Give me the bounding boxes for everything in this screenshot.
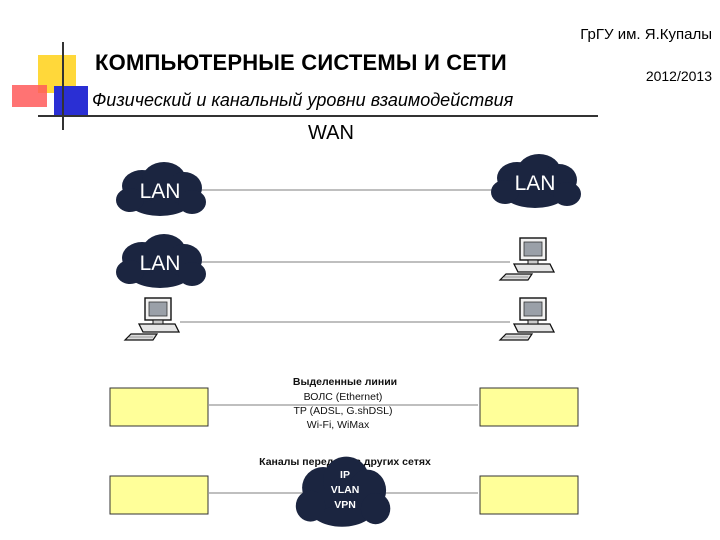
decor-red-square [12, 85, 47, 107]
section-title: WAN [308, 122, 354, 144]
endpoint-box-right-1 [479, 387, 579, 427]
dedicated-lines-caption: Выделенные линии ВОЛС (Ethernet) TP (ADS… [293, 376, 397, 431]
lan-label: LAN [515, 172, 556, 195]
endpoint-box-left-2 [109, 475, 209, 515]
lan-label: LAN [140, 252, 181, 275]
dedicated-lines-heading: Выделенные линии [293, 376, 397, 388]
computer-icon [499, 237, 555, 281]
dedicated-line-item: ВОЛС (Ethernet) [304, 391, 383, 403]
dedicated-line-item: TP (ADSL, G.shDSL) [293, 405, 392, 417]
dedicated-line-item: Wi-Fi, WiMax [307, 419, 370, 431]
academic-year: 2012/2013 [645, 68, 712, 84]
page-title: КОМПЬЮТЕРНЫЕ СИСТЕМЫ И СЕТИ [95, 50, 507, 75]
endpoint-box-left-1 [109, 387, 209, 427]
lan-cloud-top-left: LAN [116, 162, 206, 216]
computer-icon [499, 297, 555, 341]
decor-blue-square [54, 86, 88, 116]
lan-cloud-top-right: LAN [491, 154, 581, 208]
endpoint-box-right-2 [479, 475, 579, 515]
page-subtitle: Физический и канальный уровни взаимодейс… [92, 90, 514, 110]
decor-vertical-line [62, 42, 64, 130]
network-type-label: IP [340, 469, 350, 481]
institution-name: ГрГУ им. Я.Купалы [580, 26, 712, 43]
lan-cloud-middle-left: LAN [116, 234, 206, 288]
decor-horizontal-line [38, 115, 598, 117]
network-type-label: VLAN [331, 484, 360, 496]
lan-label: LAN [140, 180, 181, 203]
network-type-label: VPN [334, 499, 356, 511]
computer-icon [124, 297, 180, 341]
network-cloud-labels: IP VLAN VPN [331, 469, 360, 511]
